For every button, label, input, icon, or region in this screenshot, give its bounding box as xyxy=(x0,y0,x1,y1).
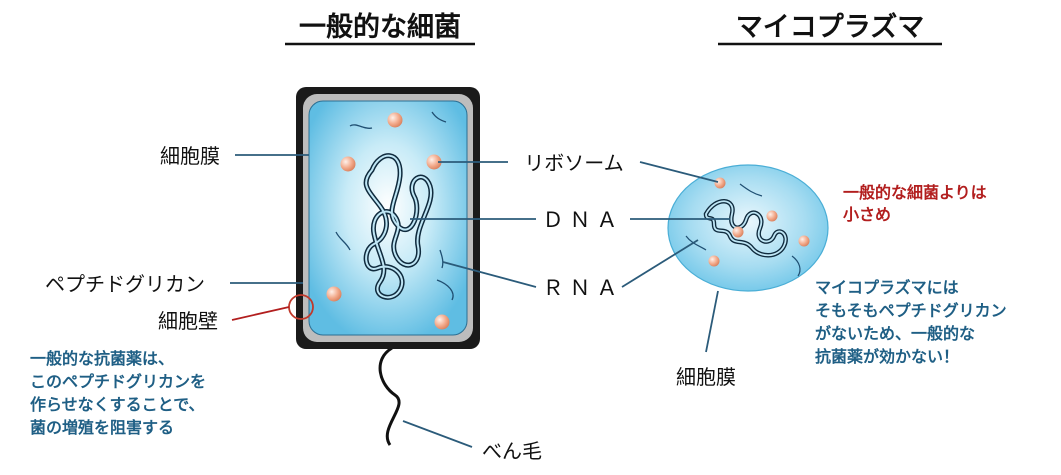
leader-rna-left xyxy=(442,261,537,288)
ribosome xyxy=(387,112,403,128)
right-title: マイコプラズマ xyxy=(736,11,924,43)
mycoplasma-rna-strand xyxy=(739,183,763,197)
label-cell-membrane-left: 細胞膜 xyxy=(160,144,220,168)
mycoplasma-cell xyxy=(667,164,829,292)
right-note-line: マイコプラズマには xyxy=(815,278,959,297)
leader-ribosome-right xyxy=(639,161,719,183)
size-note: 一般的な細菌よりは 小さめ xyxy=(843,183,987,224)
leader-mycoplasma-membrane xyxy=(705,290,719,353)
rna-strand xyxy=(349,124,373,129)
rna-strand xyxy=(436,279,454,301)
mycoplasma-rna-strand xyxy=(685,235,707,251)
label-flagellum: べん毛 xyxy=(482,439,542,463)
rna-strand xyxy=(335,231,351,251)
mycoplasma-rna-strand xyxy=(791,255,801,277)
ribosome xyxy=(340,156,356,172)
left-note-line: 作らせなくすることで、 xyxy=(30,395,205,414)
ribosome xyxy=(434,314,450,330)
mycoplasma-ribosome xyxy=(708,255,720,267)
leader-cell-wall xyxy=(231,306,290,321)
left-note-line: 菌の増殖を阻害する xyxy=(30,418,174,437)
left-note-line: このペプチドグリカンを xyxy=(30,372,206,391)
leader-rna-right xyxy=(621,239,699,288)
right-note-line: 抗菌薬が効かない！ xyxy=(815,347,959,366)
mycoplasma-ribosome xyxy=(732,226,744,238)
rna-strand xyxy=(439,249,444,269)
ribosome xyxy=(426,154,442,170)
label-cell-wall: 細胞壁 xyxy=(158,309,218,333)
label-peptidoglycan: ペプチドグリカン xyxy=(45,272,205,296)
left-title: 一般的な細菌 xyxy=(299,11,461,43)
right-note: マイコプラズマには そもそもペプチドグリカン がないため、一般的な 抗菌薬が効か… xyxy=(815,278,1007,366)
size-note-line: 小さめ xyxy=(843,205,891,224)
size-note-line: 一般的な細菌よりは xyxy=(843,183,987,202)
mycoplasma-ribosome xyxy=(798,235,810,247)
ribosome xyxy=(326,286,342,302)
leader-flagellum xyxy=(402,420,473,448)
mycoplasma-ribosome xyxy=(766,210,778,222)
dna-coil-inner xyxy=(365,154,433,299)
label-rna: ＲＮＡ xyxy=(543,276,624,300)
flagellum xyxy=(378,346,401,446)
label-ribosome: リボソーム xyxy=(524,151,623,175)
left-note: 一般的な抗菌薬は、 このペプチドグリカンを 作らせなくすることで、 菌の増殖を阻… xyxy=(30,349,206,437)
mycoplasma-ribosome xyxy=(714,177,726,189)
right-note-line: そもそもペプチドグリカン xyxy=(815,301,1007,320)
left-note-line: 一般的な抗菌薬は、 xyxy=(30,349,174,368)
right-note-line: がないため、一般的な xyxy=(815,324,975,343)
label-cell-membrane-right: 細胞膜 xyxy=(676,365,736,389)
label-dna: ＤＮＡ xyxy=(543,208,624,232)
rna-strand xyxy=(431,111,447,123)
